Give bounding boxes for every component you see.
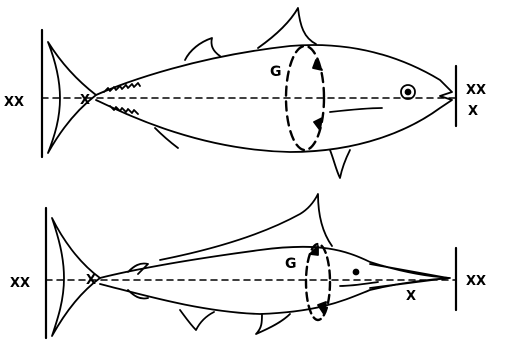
marlin-pectoral-fin [340,282,378,286]
tuna-pectoral-fin [330,108,382,112]
tuna-pelvic-fin [330,150,350,178]
tuna-label-x-mouth: X [468,104,478,119]
tuna-label-x-tail: X [80,93,90,108]
marlin-label-x-bill: X [406,289,416,304]
tuna-girth-arrow-bottom [314,118,322,130]
tuna-first-dorsal-fin [185,38,220,60]
marlin-anal-fin [180,310,214,330]
tuna-anal-fin [155,128,178,148]
marlin-label-xx-right: XX [466,274,486,289]
marlin-pelvic-fin [256,314,290,334]
marlin-eye [354,270,359,275]
marlin-label-x-tail: X [86,273,96,288]
marlin-bill [370,264,448,288]
tuna-figure [42,8,456,178]
tuna-label-xx-left: XX [4,95,24,110]
tuna-second-dorsal-fin [258,8,316,48]
tuna-label-g: G [270,64,282,80]
tuna-label-xx-right: XX [466,83,486,98]
marlin-label-xx-left: XX [10,276,30,291]
marlin-label-g: G [285,256,297,272]
marlin-girth-arrow-bottom [318,302,326,314]
marlin-dorsal-fin [160,194,332,260]
tuna-pupil [406,90,411,95]
marlin-figure [46,194,456,338]
